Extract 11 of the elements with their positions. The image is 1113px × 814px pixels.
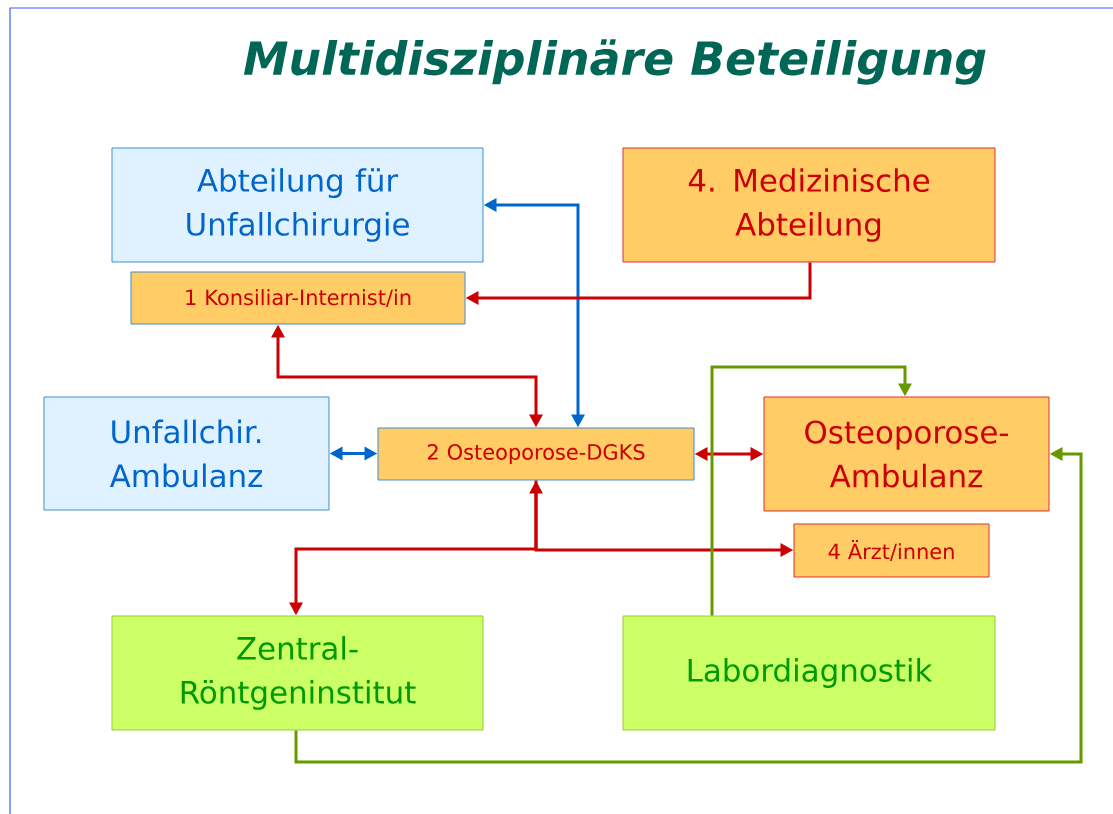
staff-box: 1 Konsiliar-Internist/in <box>130 271 466 325</box>
connector-arrow <box>710 365 912 616</box>
department-box: Unfallchir. Ambulanz <box>43 396 330 511</box>
title: Multidisziplinäre Beteiligung <box>243 39 986 85</box>
staff-box: 2 Osteoporose-DGKS <box>377 427 695 481</box>
department-box: Labordiagnostik <box>622 615 996 731</box>
department-box: Zentral- Röntgeninstitut <box>111 615 484 731</box>
department-box: 4 Ärzt/innen <box>793 523 990 578</box>
department-box: Osteoporose- Ambulanz <box>763 396 1050 512</box>
department-box: 4. Medizinische Abteilung <box>622 147 996 263</box>
department-box: Abteilung für Unfallchirurgie <box>111 147 484 263</box>
